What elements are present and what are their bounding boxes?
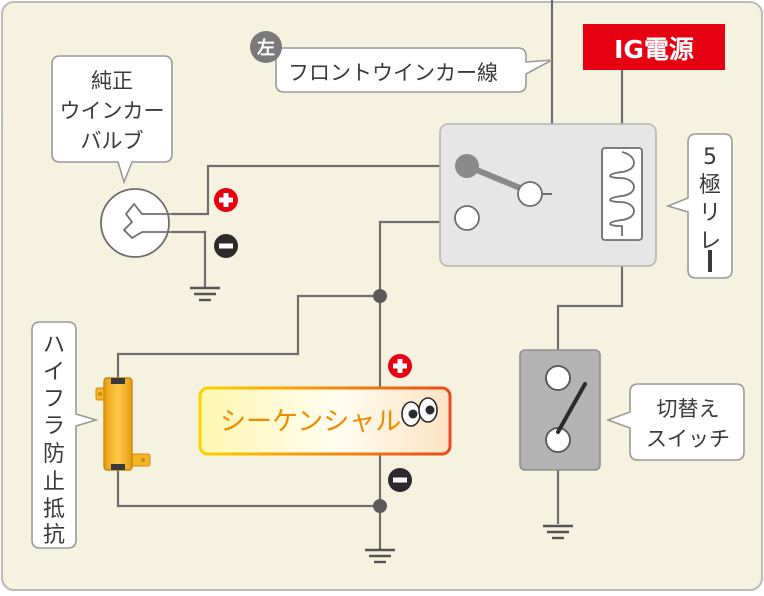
resistor-label-char-7: 抗 <box>43 523 65 548</box>
relay-box <box>439 123 657 267</box>
junction-dot-upper <box>373 289 387 303</box>
front-wire-label: フロントウインカー線 <box>288 61 498 85</box>
bulb-label-line3: バルブ <box>81 129 144 153</box>
sequential-box: シーケンシャル <box>198 386 452 456</box>
front-wire-callout: フロントウインカー線 <box>275 47 553 93</box>
junction-dot-lower <box>373 499 387 513</box>
relay-label-char-3: レ <box>699 229 721 254</box>
ground-icon <box>543 524 573 540</box>
relay-coil-icon <box>601 147 643 241</box>
resistor-icon <box>95 377 151 471</box>
wires <box>116 0 624 548</box>
resistor-label-char-0: ハ <box>43 333 65 358</box>
bulb-label-line2: ウインカー <box>60 99 165 123</box>
ground-icon <box>190 286 220 302</box>
plus-icon <box>214 188 238 212</box>
eyes-icon <box>401 397 438 427</box>
resistor-label-char-3: ラ <box>43 414 65 439</box>
sequential-label: シーケンシャル <box>220 407 401 437</box>
relay-callout: 5 極 リ レ <box>665 133 733 279</box>
resistor-callout: ハ イ フ ラ 防 止 抵 抗 <box>31 321 99 549</box>
resistor-label-char-6: 抵 <box>43 497 65 522</box>
left-badge-label: 左 <box>257 37 275 59</box>
relay-label-char-4 <box>708 250 712 272</box>
switch-label-line1: 切替え <box>657 397 720 421</box>
ig-power-label: IG電源 <box>614 35 694 64</box>
switch-icon <box>519 349 601 471</box>
relay-label-char-2: リ <box>699 201 721 226</box>
relay-label-char-1: 極 <box>699 173 721 198</box>
resistor-label-char-4: 防 <box>43 442 65 467</box>
ground-icon <box>365 548 395 564</box>
relay-nc-contact <box>454 205 480 231</box>
bulb-label-line1: 純正 <box>91 69 133 93</box>
relay-no-contact <box>517 181 543 207</box>
relay-label-char-0: 5 <box>703 145 717 170</box>
resistor-label-char-2: フ <box>43 387 65 412</box>
minus-icon <box>388 468 412 492</box>
left-badge: 左 <box>250 31 282 63</box>
bulb-icon <box>100 188 172 258</box>
resistor-label-char-1: イ <box>43 360 65 385</box>
bulb-callout: 純正 ウインカー バルブ <box>51 55 173 185</box>
switch-label-line2: スイッチ <box>646 427 730 451</box>
plus-icon <box>388 354 412 378</box>
resistor-label-char-5: 止 <box>43 470 65 495</box>
switch-callout: 切替え スイッチ <box>605 383 745 461</box>
minus-icon <box>214 234 238 258</box>
ig-power-box: IG電源 <box>583 24 725 70</box>
